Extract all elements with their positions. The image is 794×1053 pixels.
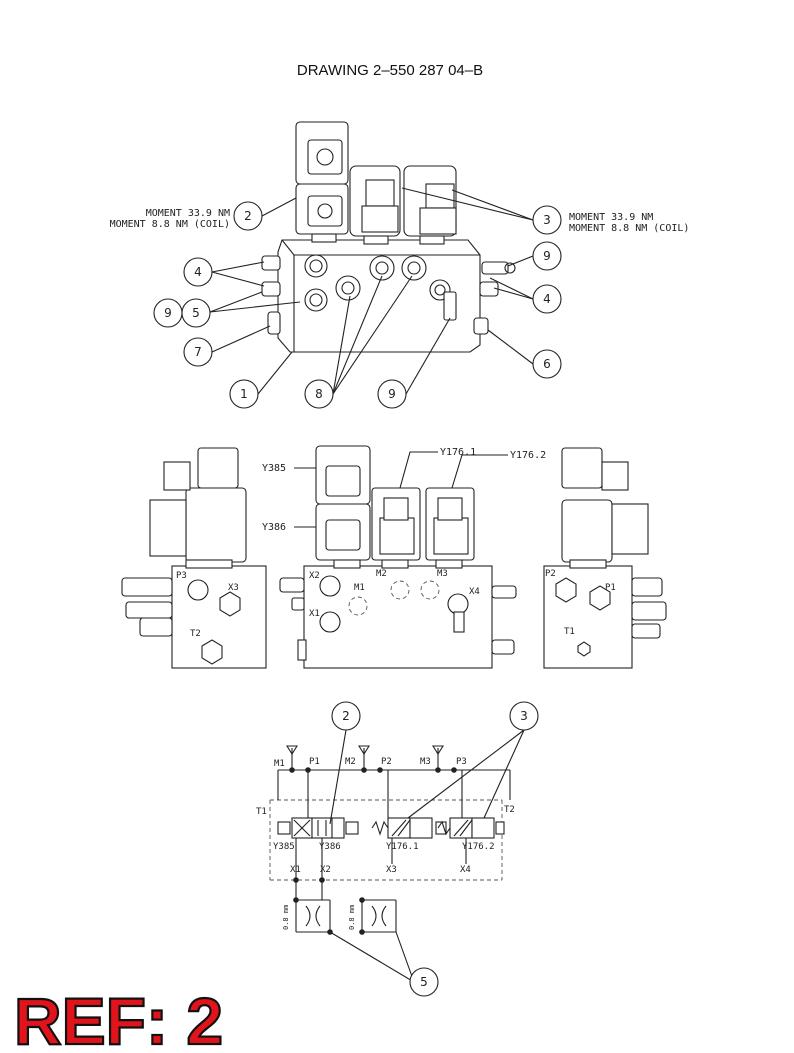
port-t1: T1 bbox=[564, 627, 575, 637]
sch-x4: X4 bbox=[460, 865, 471, 875]
label-y385: Y385 bbox=[262, 463, 286, 474]
sch-y176-2: Y176.2 bbox=[462, 842, 495, 852]
callout-label: 2 bbox=[342, 709, 350, 723]
callout-label: 4 bbox=[194, 265, 202, 279]
port-p2: P2 bbox=[545, 569, 556, 579]
sch-x3: X3 bbox=[386, 865, 397, 875]
callout-label: 5 bbox=[192, 306, 200, 320]
callout-label: 9 bbox=[164, 306, 172, 320]
callout-label: 7 bbox=[194, 345, 202, 359]
drawing-title: DRAWING 2–550 287 04–B bbox=[296, 62, 484, 79]
port-m2: M2 bbox=[376, 569, 387, 579]
callout-bubble-8: 8 bbox=[304, 379, 334, 409]
schematic-callout-5: 5 bbox=[409, 967, 439, 997]
callout-bubble-4: 4 bbox=[532, 284, 562, 314]
callout-label: 9 bbox=[388, 387, 396, 401]
port-p1: P1 bbox=[605, 583, 616, 593]
callout-bubble-9: 9 bbox=[377, 379, 407, 409]
isometric-view: 2 3 4 9 9 5 4 7 6 1 8 9 MOMENT 33.9 NM M… bbox=[110, 121, 689, 409]
port-x1: X1 bbox=[309, 609, 320, 619]
callout-label: 9 bbox=[543, 249, 551, 263]
callout-label: 4 bbox=[543, 292, 551, 306]
sch-orifice-1: 0.8 mm bbox=[282, 905, 290, 930]
callout-bubble-4: 4 bbox=[183, 257, 213, 287]
sch-p2: P2 bbox=[381, 757, 392, 767]
callout-bubble-3: 3 bbox=[532, 205, 562, 235]
sch-t1: T1 bbox=[256, 807, 267, 817]
callout-bubble-9: 9 bbox=[153, 298, 183, 328]
callout-bubble-5: 5 bbox=[181, 298, 211, 328]
callout-bubble-7: 7 bbox=[183, 337, 213, 367]
callout-label: 1 bbox=[240, 387, 248, 401]
torque-note-right-1: MOMENT 33.9 NM bbox=[569, 212, 653, 223]
port-x3: X3 bbox=[228, 583, 239, 593]
callout-bubble-2: 2 bbox=[233, 201, 263, 231]
orthographic-views: Y385 Y386 Y176.1 Y176.2 P3 X3 T2 X2 X1 M… bbox=[121, 445, 667, 669]
port-m3: M3 bbox=[437, 569, 448, 579]
port-p3: P3 bbox=[176, 571, 187, 581]
port-x4: X4 bbox=[469, 587, 480, 597]
schematic-callout-3: 3 bbox=[509, 701, 539, 731]
sch-m3: M3 bbox=[420, 757, 431, 767]
sch-orifice-2: 0.8 mm bbox=[348, 905, 356, 930]
sch-m2: M2 bbox=[345, 757, 356, 767]
sch-y386: Y386 bbox=[319, 842, 341, 852]
callout-label: 3 bbox=[543, 213, 551, 227]
callout-label: 3 bbox=[520, 709, 528, 723]
schematic-callout-2: 2 bbox=[331, 701, 361, 731]
sch-p3: P3 bbox=[456, 757, 467, 767]
label-y176-2: Y176.2 bbox=[510, 450, 546, 461]
sch-y385: Y385 bbox=[273, 842, 295, 852]
sch-x1: X1 bbox=[290, 865, 301, 875]
sch-t2: T2 bbox=[504, 805, 515, 815]
label-y386: Y386 bbox=[262, 522, 286, 533]
hydraulic-schematic: 2 3 5 M1 P1 M2 P2 M3 P3 T1 T2 Y385 Y386 … bbox=[256, 701, 539, 997]
callout-label: 2 bbox=[244, 209, 252, 223]
callout-label: 6 bbox=[543, 357, 551, 371]
torque-note-left-2: MOMENT 8.8 NM (COIL) bbox=[110, 219, 230, 230]
torque-note-right-2: MOMENT 8.8 NM (COIL) bbox=[569, 223, 689, 234]
ref-label: REF: 2 bbox=[14, 984, 223, 1053]
label-y176-1: Y176.1 bbox=[440, 447, 476, 458]
callout-bubble-1: 1 bbox=[229, 379, 259, 409]
sch-x2: X2 bbox=[320, 865, 331, 875]
callout-bubble-6: 6 bbox=[532, 349, 562, 379]
port-t2: T2 bbox=[190, 629, 201, 639]
callout-label: 8 bbox=[315, 387, 323, 401]
callout-bubble-9: 9 bbox=[532, 241, 562, 271]
port-m1: M1 bbox=[354, 583, 365, 593]
sch-p1: P1 bbox=[309, 757, 320, 767]
sch-y176-1: Y176.1 bbox=[386, 842, 419, 852]
sch-m1: M1 bbox=[274, 759, 285, 769]
torque-note-left-1: MOMENT 33.9 NM bbox=[146, 208, 230, 219]
callout-label: 5 bbox=[420, 975, 428, 989]
port-x2: X2 bbox=[309, 571, 320, 581]
